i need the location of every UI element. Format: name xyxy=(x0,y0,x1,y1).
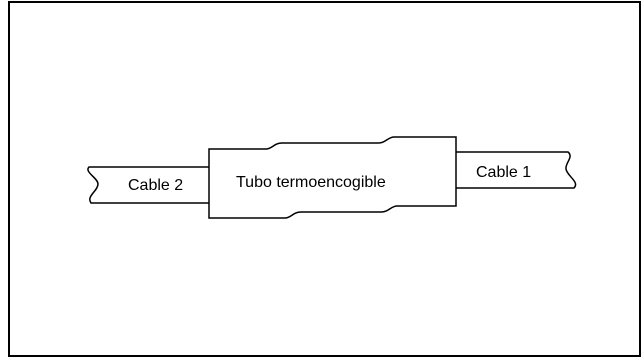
cable-2-outline xyxy=(87,166,209,204)
heat-shrink-tube-outline xyxy=(208,136,457,219)
heat-shrink-tube-label: Tubo termoencogible xyxy=(236,174,386,191)
cable-1-outline xyxy=(456,151,577,189)
cable-1-label: Cable 1 xyxy=(476,164,531,181)
cable-2-label: Cable 2 xyxy=(128,177,183,194)
cable-1: Cable 1 xyxy=(456,151,577,189)
heat-shrink-tube: Tubo termoencogible xyxy=(208,136,457,219)
cable-2: Cable 2 xyxy=(87,166,209,204)
